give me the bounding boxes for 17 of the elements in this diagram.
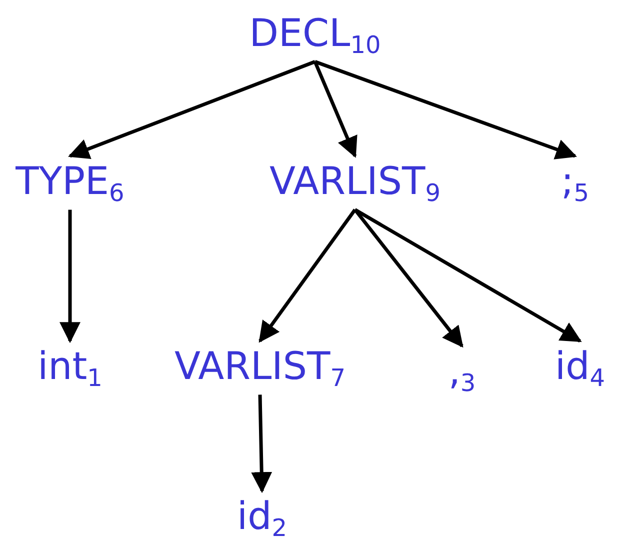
node-label: int$_{1}$ <box>38 344 102 388</box>
arrow <box>313 61 358 158</box>
arrow <box>314 60 577 160</box>
node-label: TYPE$_{6}$ <box>16 159 124 203</box>
arrow <box>68 60 316 159</box>
arrow <box>258 208 356 343</box>
arrow <box>354 208 464 348</box>
arrow <box>60 210 80 344</box>
arrow <box>251 394 272 494</box>
node-label: DECL$_{10}$ <box>249 11 381 55</box>
node-label: ,$_{3}$ <box>448 349 476 393</box>
node-label: ;$_{5}$ <box>560 159 590 203</box>
arrow <box>354 208 582 343</box>
node-label: id$_{2}$ <box>237 494 287 538</box>
node-label: VARLIST$_{7}$ <box>174 344 346 388</box>
node-label: id$_{4}$ <box>555 344 605 388</box>
node-label: VARLIST$_{9}$ <box>270 159 440 203</box>
